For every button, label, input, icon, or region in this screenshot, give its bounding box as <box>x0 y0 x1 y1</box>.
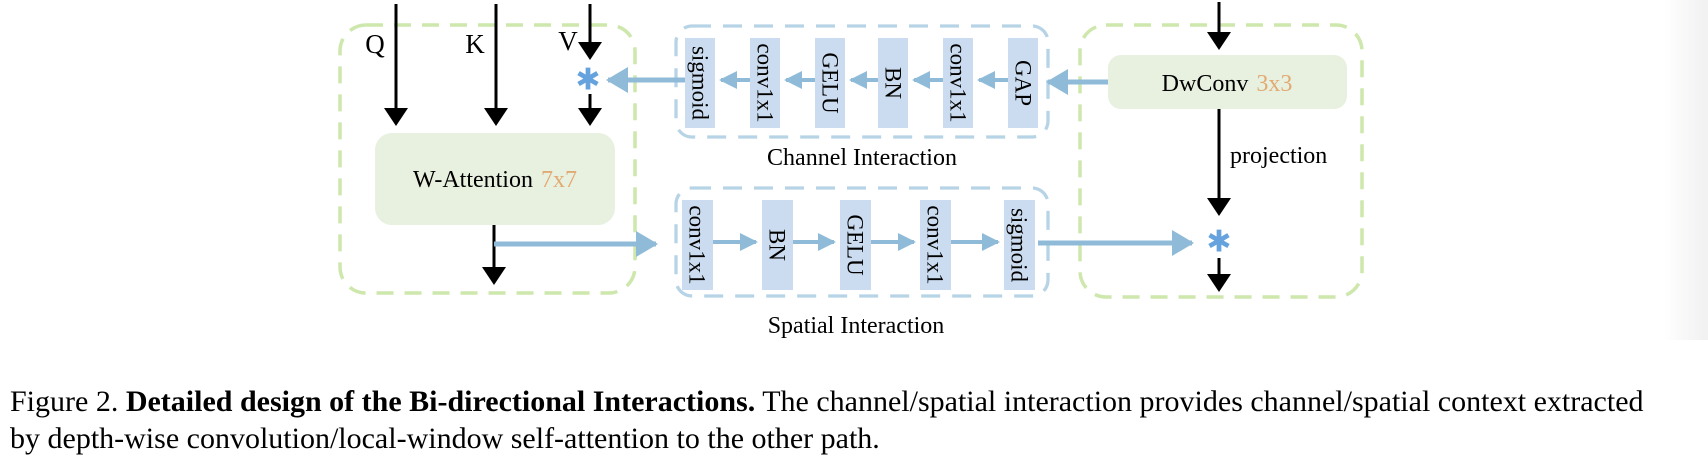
spatial-label-sigmoid: sigmoid <box>1007 208 1032 283</box>
channel-block-sigmoid <box>685 38 715 128</box>
spatial-block-conv1x1-1 <box>682 200 713 290</box>
w-attention-block <box>375 133 615 225</box>
spatial-block-sigmoid <box>1004 200 1035 290</box>
w-attention-name: W-Attention <box>413 167 533 193</box>
channel-label-sigmoid: sigmoid <box>688 46 713 121</box>
spatial-block-conv1x1-2 <box>920 200 951 290</box>
page-edge-shade <box>1664 0 1708 340</box>
figure-caption: Figure 2. Detailed design of the Bi-dire… <box>10 383 1704 457</box>
spatial-block-gelu <box>840 200 871 290</box>
channel-label-gap: GAP <box>1011 60 1036 106</box>
spatial-label-conv1x1-2: conv1x1 <box>923 205 948 284</box>
qkv-input-arrows <box>384 4 602 126</box>
spatial-interaction-blocks: conv1x1 BN GELU conv1x1 sigmoid <box>682 200 1035 290</box>
dwconv-kernel: 3x3 <box>1256 71 1292 97</box>
dwconv-label: DwConv 3x3 <box>1162 71 1293 97</box>
channel-block-gelu <box>815 38 845 128</box>
channel-block-conv1x1-1 <box>943 38 973 128</box>
conv-multiply-icon: ✱ <box>1206 225 1231 260</box>
channel-block-bn <box>878 38 908 128</box>
w-attention-label: W-Attention 7x7 <box>413 167 577 193</box>
channel-label-bn: BN <box>881 67 906 99</box>
channel-block-conv1x1-2 <box>750 38 780 128</box>
spatial-label-gelu: GELU <box>843 214 868 276</box>
channel-block-gap <box>1008 38 1038 128</box>
channel-label-conv1x1-1: conv1x1 <box>946 43 971 122</box>
attention-path-box <box>338 23 637 295</box>
attention-multiply-icon: ✱ <box>575 63 600 98</box>
dwconv-block <box>1108 55 1347 109</box>
dwconv-name: DwConv <box>1162 71 1249 97</box>
w-attention-kernel: 7x7 <box>541 167 577 193</box>
k-label: K <box>465 29 485 59</box>
channel-interaction-title: Channel Interaction <box>767 145 957 171</box>
spatial-block-bn <box>762 200 793 290</box>
v-label: V <box>558 26 578 56</box>
caption-text-line1: The channel/spatial interaction provides… <box>762 385 1644 418</box>
caption-text-line2: by depth-wise convolution/local-window s… <box>10 422 880 455</box>
conv-path-box <box>1078 23 1364 299</box>
spatial-interaction-box <box>674 186 1050 298</box>
q-label: Q <box>365 29 385 59</box>
spatial-label-bn: BN <box>765 229 790 261</box>
caption-line-1: Figure 2. Detailed design of the Bi-dire… <box>10 385 1644 418</box>
caption-bold-title: Detailed design of the Bi-directional In… <box>125 385 756 418</box>
spatial-label-conv1x1-1: conv1x1 <box>685 205 710 284</box>
channel-interaction-blocks: sigmoid conv1x1 GELU BN conv1x1 GAP <box>685 38 1038 128</box>
channel-label-gelu: GELU <box>818 52 843 114</box>
bidirectional-interaction-diagram: sigmoid conv1x1 GELU BN conv1x1 GAP conv… <box>338 2 1364 339</box>
caption-figure-label: Figure 2. <box>10 385 119 418</box>
projection-label: projection <box>1230 143 1327 169</box>
spatial-interaction-title: Spatial Interaction <box>768 313 945 339</box>
channel-label-conv1x1-2: conv1x1 <box>753 43 778 122</box>
